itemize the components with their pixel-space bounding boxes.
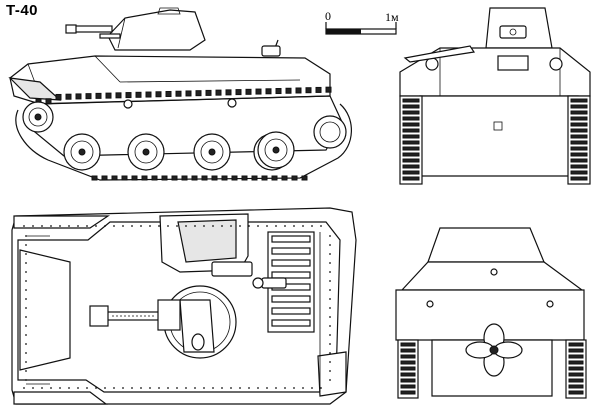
rear-view [395, 227, 587, 399]
propeller-icon [465, 323, 523, 377]
top-view [11, 207, 357, 405]
side-view [8, 7, 352, 181]
drawing-title: T-40 [6, 2, 39, 19]
scale-bar [325, 22, 397, 35]
scale-start-label: 0 [325, 9, 331, 23]
scale-end-label: 1м [385, 10, 399, 24]
front-view [399, 7, 591, 185]
